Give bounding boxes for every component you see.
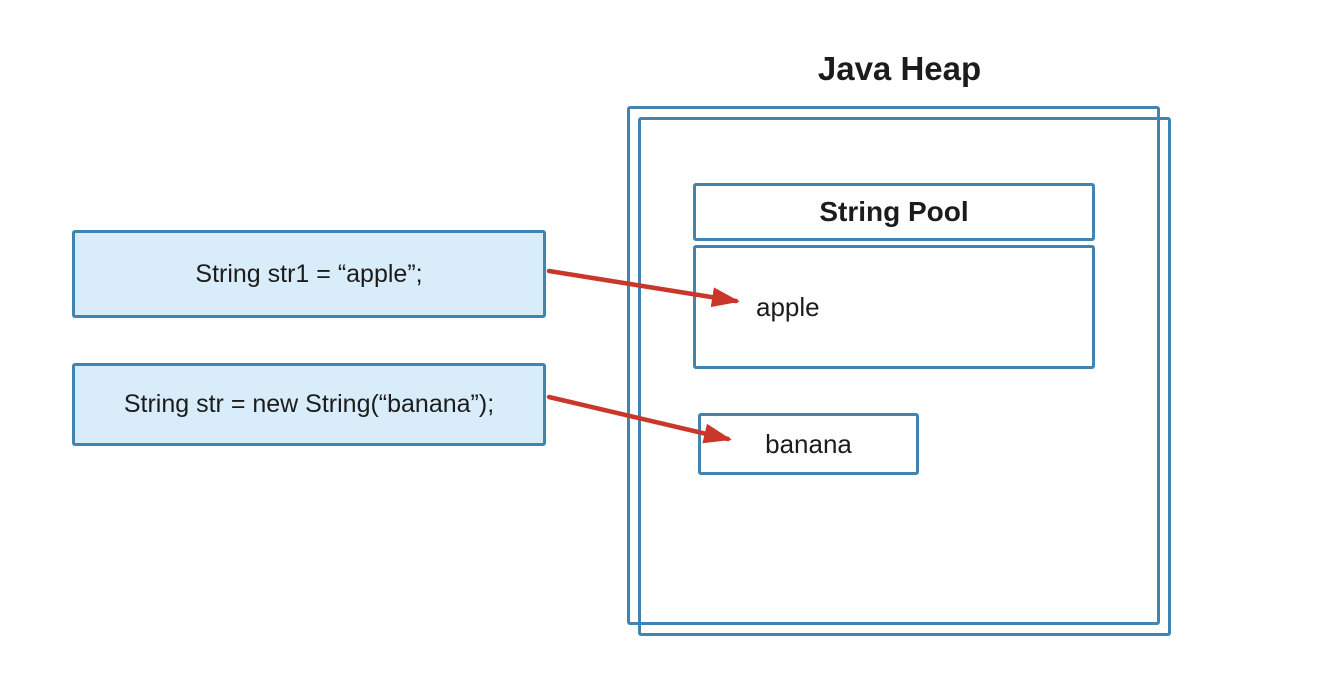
- code-box-str1: String str1 = “apple”;: [72, 230, 546, 318]
- string-pool-entry-apple: apple: [756, 291, 820, 322]
- heap-object-banana: banana: [698, 413, 919, 475]
- java-heap-box-outline-inner: [638, 117, 1171, 636]
- diagram-title: Java Heap: [817, 50, 982, 87]
- string-pool-header: String Pool: [693, 183, 1095, 241]
- code-box-str: String str = new String(“banana”);: [72, 363, 546, 446]
- java-heap-box-outline-outer: [627, 106, 1160, 625]
- string-pool-body: apple: [693, 245, 1095, 369]
